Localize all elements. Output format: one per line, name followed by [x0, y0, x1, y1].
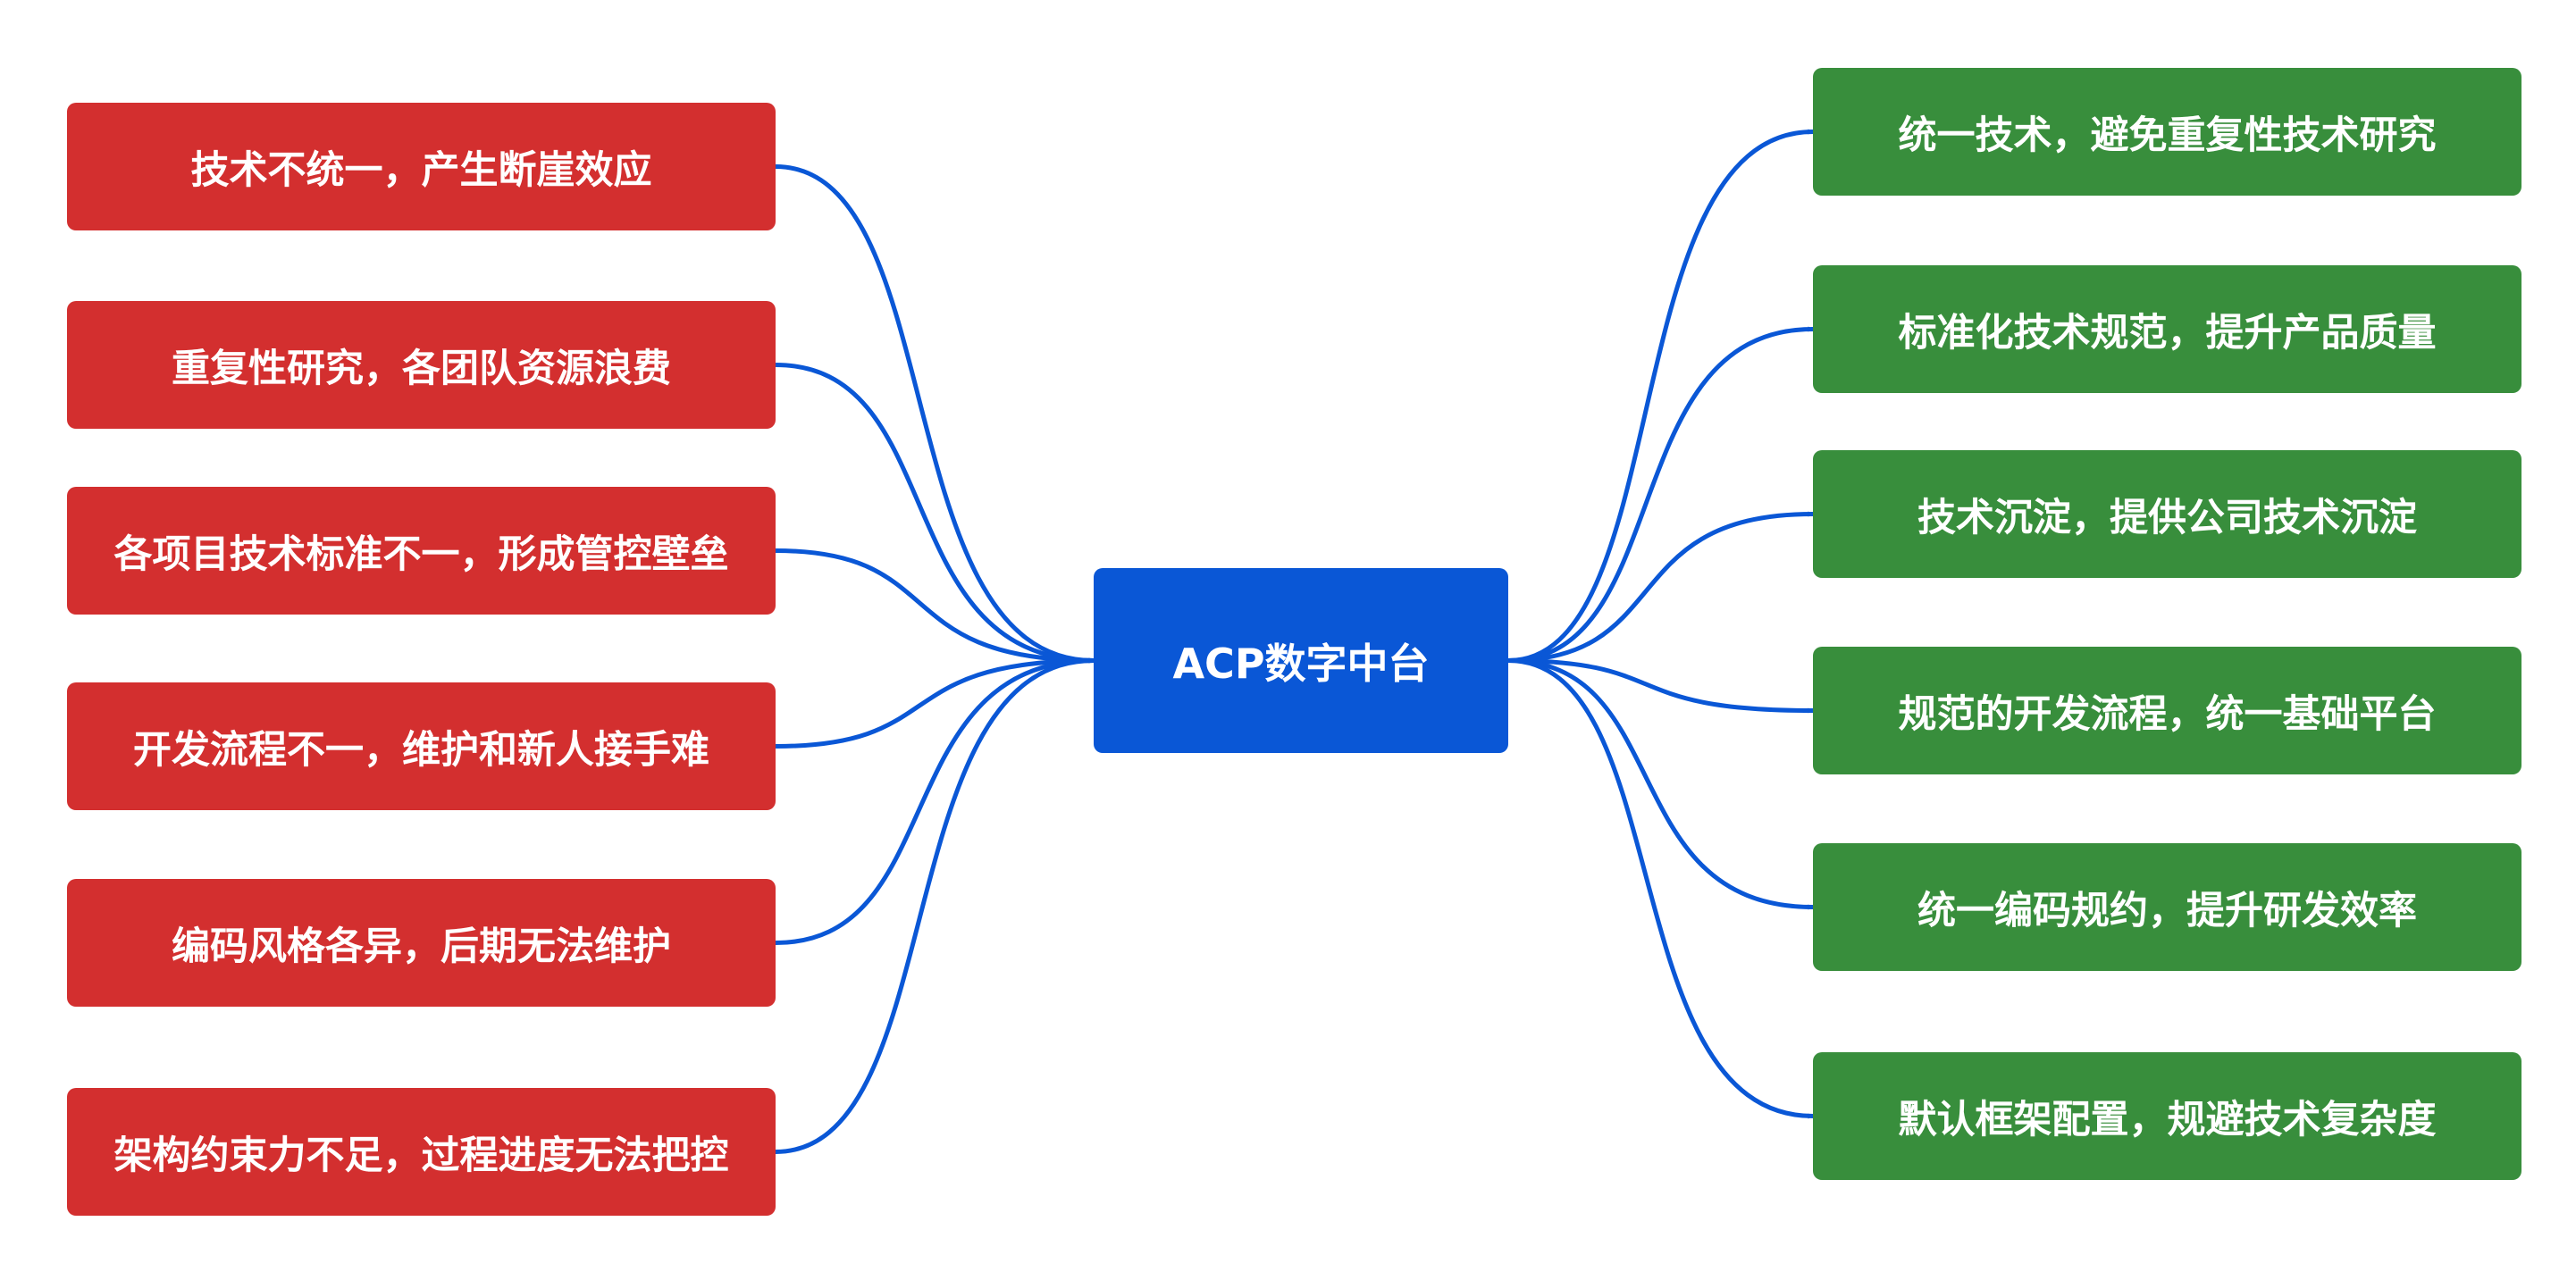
problem-node-1: 技术不统一，产生断崖效应: [67, 103, 776, 230]
problem-connector-4: [775, 657, 1095, 749]
benefit-connector-3: [1507, 511, 1814, 663]
benefit-node-4: 规范的开发流程，统一基础平台: [1813, 647, 2521, 774]
problem-label: 编码风格各异，后期无法维护: [172, 924, 671, 969]
benefit-node-3: 技术沉淀，提供公司技术沉淀: [1813, 450, 2521, 578]
problem-connector-5: [775, 657, 1095, 945]
benefit-connector-5: [1507, 658, 1814, 910]
problem-label: 各项目技术标准不一，形成管控壁垒: [113, 531, 729, 577]
benefit-label: 默认框架配置，规避技术复杂度: [1898, 1097, 2437, 1142]
benefit-label: 标准化技术规范，提升产品质量: [1898, 310, 2437, 356]
problem-connector-3: [775, 548, 1095, 664]
problem-label: 重复性研究，各团队资源浪费: [172, 346, 671, 391]
problem-node-3: 各项目技术标准不一，形成管控壁垒: [67, 487, 776, 615]
benefit-node-6: 默认框架配置，规避技术复杂度: [1813, 1052, 2521, 1180]
problem-label: 开发流程不一，维护和新人接手难: [133, 727, 709, 773]
benefit-connector-2: [1507, 326, 1814, 663]
problem-connector-6: [775, 657, 1095, 1154]
benefit-node-5: 统一编码规约，提升研发效率: [1813, 843, 2521, 971]
benefit-label: 统一技术，避免重复性技术研究: [1898, 113, 2437, 158]
problem-connector-2: [775, 363, 1095, 664]
problem-label: 技术不统一，产生断崖效应: [190, 147, 652, 193]
benefit-label: 技术沉淀，提供公司技术沉淀: [1917, 495, 2417, 540]
benefit-node-2: 标准化技术规范，提升产品质量: [1813, 265, 2521, 393]
benefit-label: 统一编码规约，提升研发效率: [1917, 888, 2417, 933]
center-node: ACP数字中台: [1094, 568, 1508, 753]
benefit-connector-1: [1507, 129, 1814, 663]
problem-connector-1: [775, 164, 1095, 664]
benefit-connector-4: [1507, 658, 1814, 714]
benefit-node-1: 统一技术，避免重复性技术研究: [1813, 68, 2521, 196]
benefit-label: 规范的开发流程，统一基础平台: [1898, 691, 2437, 737]
problem-node-6: 架构约束力不足，过程进度无法把控: [67, 1088, 776, 1216]
problem-node-5: 编码风格各异，后期无法维护: [67, 879, 776, 1007]
center-label: ACP数字中台: [1172, 639, 1430, 688]
benefit-connector-6: [1507, 658, 1814, 1119]
problem-label: 架构约束力不足，过程进度无法把控: [113, 1133, 729, 1178]
problem-node-2: 重复性研究，各团队资源浪费: [67, 301, 776, 429]
problem-node-4: 开发流程不一，维护和新人接手难: [67, 682, 776, 810]
